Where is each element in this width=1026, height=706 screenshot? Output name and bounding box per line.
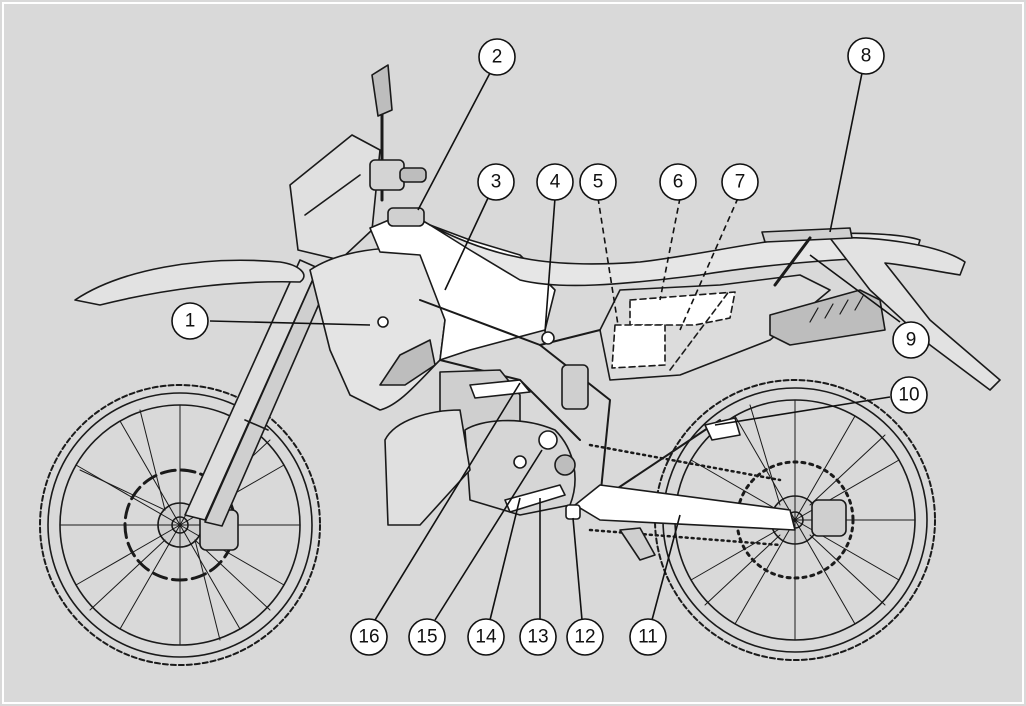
passenger-footrest <box>704 417 741 441</box>
side-stand <box>619 527 656 561</box>
callout-circle <box>566 618 604 656</box>
rear-brake-caliper <box>811 499 847 537</box>
callout-5: 5 <box>579 163 617 201</box>
callout-10: 10 <box>890 376 928 414</box>
document-compartment <box>611 324 666 369</box>
callout-circle <box>408 618 446 656</box>
callout-9: 9 <box>892 321 930 359</box>
callouts: 1 2 3 4 5 6 7 8 9 10 11 12 13 14 15 16 <box>171 37 930 656</box>
callout-circle <box>629 618 667 656</box>
callout-circle <box>890 376 928 414</box>
callout-11: 11 <box>629 618 667 656</box>
callout-12: 12 <box>566 618 604 656</box>
fuel-tap <box>541 331 555 345</box>
callout-circle <box>579 163 617 201</box>
carburettor-hose <box>469 379 531 399</box>
callout-circle <box>536 163 574 201</box>
callout-1: 1 <box>171 302 209 340</box>
callout-number: 5 <box>593 172 604 193</box>
fuel-cap <box>387 207 425 227</box>
handlebar <box>369 64 427 202</box>
front-fender <box>74 259 305 306</box>
callout-circle <box>478 38 516 76</box>
callout-circle <box>721 163 759 201</box>
silencer <box>769 289 886 346</box>
callout-number: 9 <box>906 330 917 351</box>
callout-number: 12 <box>574 627 595 648</box>
swingarm <box>574 484 796 531</box>
callout-circle <box>519 618 557 656</box>
callout-circle <box>477 163 515 201</box>
callout-7: 7 <box>721 163 759 201</box>
callout-circle <box>659 163 697 201</box>
callout-15: 15 <box>408 618 446 656</box>
callout-circle <box>350 618 388 656</box>
callout-number: 7 <box>735 172 746 193</box>
rear-fender <box>829 236 1001 391</box>
callout-4: 4 <box>536 163 574 201</box>
engine-guard <box>384 409 471 526</box>
callout-2: 2 <box>478 38 516 76</box>
callout-number: 4 <box>550 172 561 193</box>
callout-6: 6 <box>659 163 697 201</box>
callout-13: 13 <box>519 618 557 656</box>
callout-circle <box>892 321 930 359</box>
callout-number: 16 <box>358 627 379 648</box>
callout-number: 13 <box>527 627 548 648</box>
callout-3: 3 <box>477 163 515 201</box>
tool-compartment <box>629 291 736 326</box>
callout-circle <box>171 302 209 340</box>
callout-8: 8 <box>847 37 885 75</box>
rear-shock <box>561 364 589 410</box>
callout-circle <box>467 618 505 656</box>
callout-circle <box>847 37 885 75</box>
callout-number: 15 <box>416 627 437 648</box>
callout-number: 6 <box>673 172 684 193</box>
footrest <box>504 484 566 513</box>
callout-number: 2 <box>492 47 503 68</box>
callout-number: 10 <box>898 385 919 406</box>
motorcycle-drawing <box>39 64 1001 666</box>
callout-leaders <box>209 72 901 621</box>
callout-number: 1 <box>185 311 196 332</box>
callout-number: 3 <box>491 172 502 193</box>
callout-16: 16 <box>350 618 388 656</box>
callout-number: 11 <box>638 627 658 648</box>
callout-number: 14 <box>475 627 497 648</box>
callout-14: 14 <box>467 618 505 656</box>
callout-number: 8 <box>861 46 872 67</box>
ignition-key-slot <box>377 316 389 328</box>
brake-pedal-pivot <box>565 504 581 520</box>
